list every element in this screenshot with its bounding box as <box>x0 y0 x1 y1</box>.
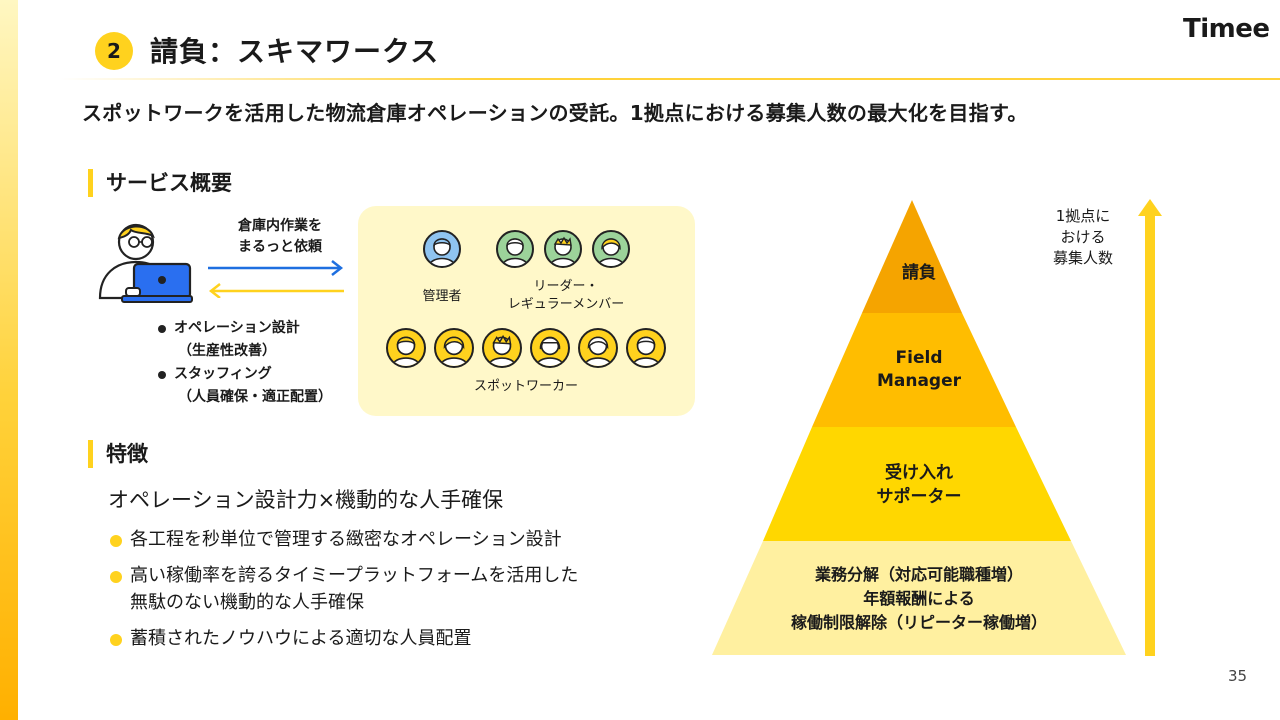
spot-worker-label: スポットワーカー <box>473 379 578 394</box>
pyramid-label-base: 業務分解（対応可能職種増） 年額報酬による 稼働制限解除（リピーター稼働増） <box>712 563 1126 635</box>
leader-label-line1: リーダー・ <box>533 279 599 294</box>
pyramid-label-line: Manager <box>876 371 962 391</box>
leader-label-line2: レギュラーメンバー <box>507 297 625 312</box>
features-subheading: オペレーション設計力×機動的な人手確保 <box>108 488 504 512</box>
leader-label: リーダー・ レギュラーメンバー <box>492 278 640 314</box>
side-note-line: おける <box>1060 228 1106 246</box>
client-laptop-illustration <box>96 222 196 308</box>
service-bullet-main: オペレーション設計 <box>158 317 332 340</box>
spot-worker-avatar-icon <box>482 328 522 368</box>
team-structure-box: 管理者 リーダー・ レギュラーメンバー スポットワーカー <box>358 206 695 416</box>
feature-item-line1: 高い稼働率を誇るタイミープラットフォームを活用した <box>130 565 579 586</box>
pyramid-level-field-manager <box>812 313 1016 427</box>
pyramid-label-supporter: 受け入れ サポーター <box>712 461 1126 509</box>
growth-arrow-shaft <box>1145 212 1155 656</box>
pyramid-level-base <box>712 541 1126 655</box>
feature-item-line1: 各工程を秒単位で管理する緻密なオペレーション設計 <box>130 529 562 550</box>
pyramid-label-field-manager: Field Manager <box>712 347 1126 393</box>
feature-item-line1: 蓄積されたノウハウによる適切な人員配置 <box>130 628 472 649</box>
side-note-line: 募集人数 <box>1052 249 1113 267</box>
flow-label: 倉庫内作業を まるっと依頼 <box>224 216 336 258</box>
flow-label-line2: まるっと依頼 <box>238 239 322 255</box>
pyramid-label-line: 受け入れ <box>885 463 953 483</box>
feature-item: 高い稼働率を誇るタイミープラットフォームを活用した 無駄のない機動的な人手確保 <box>110 562 578 616</box>
pyramid-label-top: 請負 <box>712 258 1126 283</box>
leader-avatar-icon <box>544 230 582 268</box>
pyramid-label-line: 請負 <box>902 263 936 283</box>
flow-arrows <box>206 258 346 302</box>
pyramid-label-line: 業務分解（対応可能職種増） <box>814 565 1023 584</box>
lead-text: スポットワークを活用した物流倉庫オペレーションの受託。1拠点における募集人数の最… <box>82 101 1028 125</box>
pyramid-level-top <box>862 200 962 313</box>
spot-worker-avatar-icon <box>626 328 666 368</box>
feature-item: 蓄積されたノウハウによる適切な人員配置 <box>110 625 578 652</box>
pyramid-label-line: 稼働制限解除（リピーター稼働増） <box>790 613 1047 632</box>
leader-avatar-icon <box>592 230 630 268</box>
pyramid-label-line: 年額報酬による <box>863 589 975 608</box>
side-note-line: 1拠点に <box>1055 207 1111 225</box>
spot-worker-avatar-icon <box>386 328 426 368</box>
feature-item-line2: 無駄のない機動的な人手確保 <box>130 592 364 613</box>
feature-item: 各工程を秒単位で管理する緻密なオペレーション設計 <box>110 526 578 553</box>
page-number: 35 <box>1228 667 1248 685</box>
recruitment-count-note: 1拠点に おける 募集人数 <box>1036 206 1130 269</box>
header-divider <box>60 78 1280 80</box>
feature-list: 各工程を秒単位で管理する緻密なオペレーション設計 高い稼働率を誇るタイミープラッ… <box>110 526 578 661</box>
service-bullets: オペレーション設計 （生産性改善） スタッフィング （人員確保・適正配置） <box>158 317 332 409</box>
features-heading: 特徴 <box>88 438 148 468</box>
service-overview-heading: サービス概要 <box>88 167 232 197</box>
manager-label: 管理者 <box>422 289 462 304</box>
service-bullet-main: スタッフィング <box>158 363 332 386</box>
spot-worker-avatar-icon <box>578 328 618 368</box>
pyramid-label-line: Field <box>895 348 943 368</box>
service-bullet-sub: （生産性改善） <box>178 343 276 359</box>
leader-avatar-icon <box>496 230 534 268</box>
page-title: 請負：スキマワークス <box>150 35 440 68</box>
pyramid-level-supporter <box>763 427 1071 541</box>
timee-logo: Timee <box>1183 14 1270 44</box>
growth-arrow-head <box>1138 199 1162 216</box>
section-number-badge: 2 <box>95 32 133 70</box>
spot-worker-avatar-icon <box>434 328 474 368</box>
left-accent-bar <box>0 0 18 720</box>
flow-label-line1: 倉庫内作業を <box>238 218 322 234</box>
spot-worker-avatar-icon <box>530 328 570 368</box>
pyramid-label-line: サポーター <box>876 487 962 507</box>
service-bullet-sub: （人員確保・適正配置） <box>178 389 332 405</box>
